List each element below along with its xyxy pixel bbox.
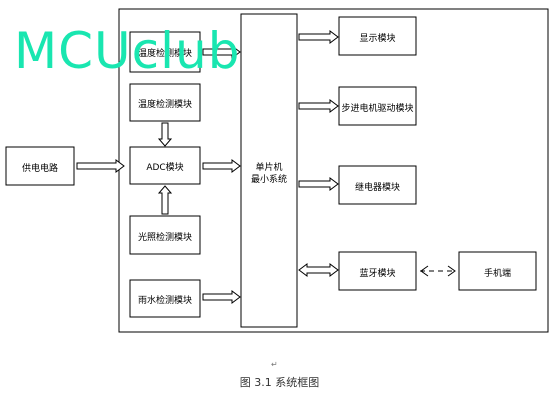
figure-caption: 图 3.1 系统框图 (239, 376, 320, 389)
adc-block (129, 146, 201, 185)
relay-block (338, 165, 417, 205)
system-frame (118, 8, 549, 333)
rain-detect-label: 雨水检测模块 (137, 296, 192, 306)
stepper-label: 步进电机驱动模块 (341, 104, 414, 114)
arrow-power-to-adc (76, 159, 125, 173)
power-label: 供电电路 (21, 164, 58, 174)
temp-detect-label: 温度检测模块 (137, 100, 192, 110)
mcuclub-watermark: MCUclub (14, 22, 241, 80)
arrow-mcu-to-stepper (298, 99, 339, 113)
arrow-mcu-to-relay (298, 177, 339, 191)
light-detect-label: 光照检测模块 (137, 233, 192, 243)
adc-label: ADC模块 (146, 163, 184, 173)
arrow-top-detect-to-mcu (202, 45, 241, 59)
mcu-block (240, 13, 298, 328)
arrow-temp-to-adc (157, 122, 173, 147)
bluetooth-label: 蓝牙模块 (359, 269, 396, 279)
stepper-block (338, 86, 417, 126)
phone-block (458, 251, 537, 291)
display-label: 显示模块 (359, 34, 396, 44)
arrow-mcu-bluetooth-bidirectional (298, 263, 339, 277)
arrow-adc-to-mcu (202, 159, 241, 173)
display-block (338, 16, 417, 56)
relay-label: 继电器模块 (354, 183, 400, 193)
arrow-light-to-adc (157, 185, 173, 215)
arrow-mcu-to-display (298, 30, 339, 44)
mcu-label-line2: 最小系统 (250, 175, 287, 185)
power-block (5, 146, 75, 186)
bluetooth-block (338, 251, 417, 291)
arrow-rain-to-mcu (202, 290, 241, 304)
top-detect-label: 温度检测模块 (137, 49, 192, 59)
phone-label: 手机端 (483, 269, 511, 279)
temp-detect-block (129, 83, 201, 122)
return-mark: ↵ (271, 360, 278, 369)
light-detect-block (129, 215, 201, 255)
mcu-label-line1: 单片机 (255, 163, 283, 173)
top-detect-block (129, 31, 201, 73)
rain-detect-block (129, 279, 201, 318)
wireless-link (420, 265, 456, 277)
